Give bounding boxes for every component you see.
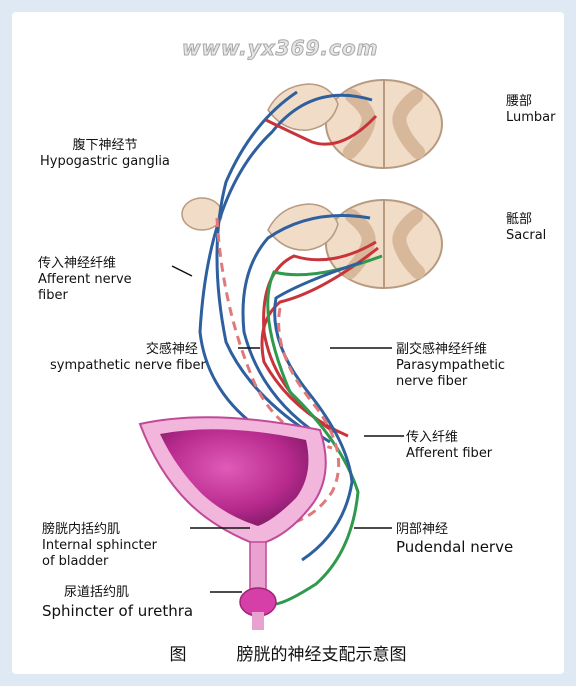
leader-afferent-nerve bbox=[172, 266, 192, 276]
caption-title: 膀胱的神经支配示意图 bbox=[237, 645, 407, 665]
caption-figure-mark: 图 bbox=[170, 645, 187, 665]
urethral-sphincter bbox=[240, 588, 276, 616]
sympathetic-dashed-nerve bbox=[217, 218, 332, 448]
watermark: www.yx369.com bbox=[182, 36, 378, 60]
figure-caption: 图 膀胱的神经支配示意图 bbox=[12, 640, 564, 665]
